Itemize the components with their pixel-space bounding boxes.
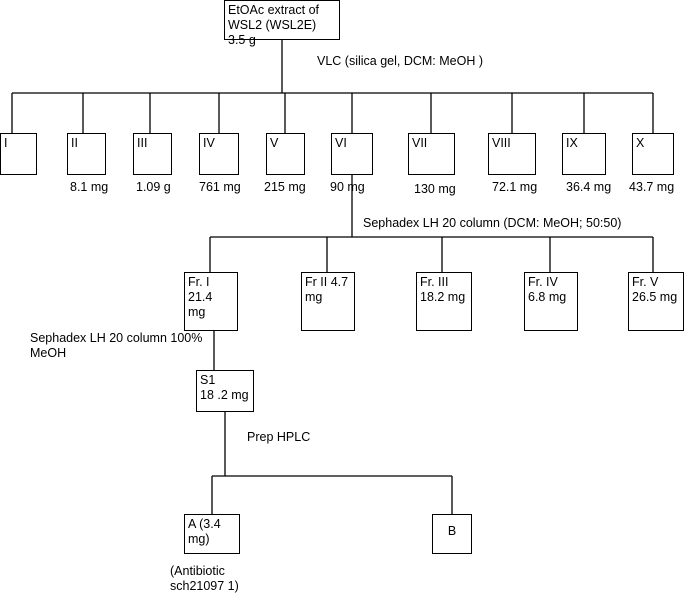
vlc-fraction-box-2: II bbox=[67, 133, 106, 175]
prep-hplc-label: Prep HPLC bbox=[247, 430, 311, 444]
vlc-fraction-mass-10: 43.7 mg bbox=[629, 180, 675, 194]
sephadex-step1-label: Sephadex LH 20 column (DCM: MeOH; 50:50) bbox=[363, 216, 622, 230]
antibiotic-line1: (Antibiotic bbox=[170, 564, 225, 578]
vlc-fraction-name: VI bbox=[335, 136, 347, 150]
sephadex-fraction-box-5: Fr. V 26.5 mg bbox=[628, 272, 684, 331]
vlc-fraction-box-3: III bbox=[133, 133, 172, 175]
s1-box: S1 18 .2 mg bbox=[196, 370, 254, 412]
root-extract-box: EtOAc extract of WSL2 (WSL2E) 3.5 g bbox=[224, 0, 340, 47]
vlc-fraction-mass-5: 215 mg bbox=[264, 180, 306, 194]
s1-line2: 18 .2 mg bbox=[200, 388, 249, 402]
vlc-fraction-box-1: I bbox=[0, 133, 37, 175]
vlc-fraction-name: I bbox=[4, 136, 8, 150]
sephadex-fraction-line1: Fr. V bbox=[632, 275, 659, 289]
vlc-fraction-box-4: IV bbox=[199, 133, 239, 175]
sephadex-fraction-line1: Fr. I 21.4 bbox=[188, 275, 213, 304]
root-extract-line2: WSL2 (WSL2E) 3.5 g bbox=[228, 18, 317, 47]
product-b-line1: B bbox=[447, 524, 457, 538]
vlc-fraction-box-7: VII bbox=[408, 133, 455, 175]
vlc-fraction-mass-7: 130 mg bbox=[414, 182, 456, 196]
vlc-fraction-name: IV bbox=[203, 136, 215, 150]
antibiotic-annotation: (Antibiotic sch21097 1) bbox=[170, 564, 239, 594]
sephadex-fraction-line1: Fr. IV bbox=[528, 275, 558, 289]
vlc-fraction-mass-9: 36.4 mg bbox=[566, 180, 612, 194]
product-box-b: B bbox=[432, 514, 472, 554]
sephadex-fraction-line1: Fr II 4.7 bbox=[305, 275, 349, 289]
vlc-fraction-name: IX bbox=[566, 136, 578, 150]
antibiotic-line2: sch21097 1) bbox=[170, 579, 239, 593]
sephadex-fraction-line2: 18.2 mg bbox=[420, 290, 466, 304]
vlc-fraction-name: VII bbox=[412, 136, 428, 150]
sephadex-fraction-line1: Fr. III bbox=[420, 275, 449, 289]
sephadex-fraction-box-3: Fr. III 18.2 mg bbox=[416, 272, 472, 331]
vlc-fraction-box-9: IX bbox=[562, 133, 606, 175]
vlc-fraction-mass-3: 1.09 g bbox=[136, 180, 171, 194]
sephadex-fraction-box-2: Fr II 4.7 mg bbox=[301, 272, 355, 331]
s1-line1: S1 bbox=[200, 373, 216, 387]
vlc-fraction-name: X bbox=[636, 136, 645, 150]
sephadex-fraction-box-1: Fr. I 21.4 mg bbox=[184, 272, 238, 331]
sephadex-fraction-line2: mg bbox=[188, 305, 206, 319]
vlc-fraction-mass-2: 8.1 mg bbox=[70, 180, 109, 194]
vlc-fraction-name: III bbox=[137, 136, 148, 150]
vlc-fraction-box-6: VI bbox=[331, 133, 373, 175]
product-a-line2: mg) bbox=[188, 532, 210, 546]
sephadex-step2-line1: Sephadex LH 20 column 100% bbox=[30, 331, 203, 345]
vlc-fraction-name: VIII bbox=[492, 136, 511, 150]
vlc-fraction-name: V bbox=[270, 136, 279, 150]
vlc-fraction-mass-8: 72.1 mg bbox=[492, 180, 538, 194]
root-extract-line1: EtOAc extract of bbox=[228, 3, 320, 17]
vlc-fraction-mass-4: 761 mg bbox=[199, 180, 241, 194]
sephadex-step2-label: Sephadex LH 20 column 100% MeOH bbox=[30, 331, 202, 361]
sephadex-fraction-line2: 6.8 mg bbox=[528, 290, 567, 304]
vlc-fraction-box-5: V bbox=[266, 133, 305, 175]
sephadex-fraction-line2: 26.5 mg bbox=[632, 290, 678, 304]
vlc-fraction-name: II bbox=[71, 136, 78, 150]
vlc-method-label: VLC (silica gel, DCM: MeOH ) bbox=[317, 54, 483, 68]
vlc-fraction-mass-6: 90 mg bbox=[330, 180, 365, 194]
sephadex-step2-line2: MeOH bbox=[30, 346, 67, 360]
vlc-fraction-box-8: VIII bbox=[488, 133, 536, 175]
sephadex-fraction-line2: mg bbox=[305, 290, 323, 304]
product-box-a: A (3.4 mg) bbox=[184, 514, 240, 554]
sephadex-fraction-box-4: Fr. IV 6.8 mg bbox=[524, 272, 578, 331]
vlc-fraction-box-10: X bbox=[632, 133, 674, 175]
product-a-line1: A (3.4 bbox=[188, 517, 221, 531]
